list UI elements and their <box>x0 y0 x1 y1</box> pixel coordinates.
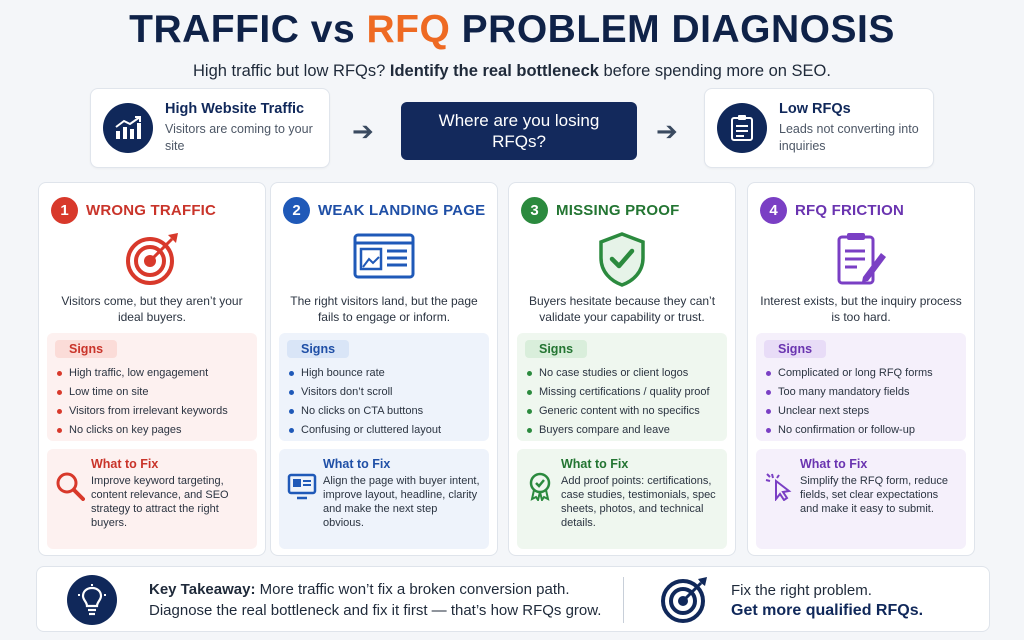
high-traffic-box: High Website Traffic Visitors are coming… <box>90 88 330 168</box>
list-item: Unclear next steps <box>764 402 958 421</box>
card-title: WRONG TRAFFIC <box>86 202 217 219</box>
card-weak-landing-page: 2 WEAK LANDING PAGE The right visitors la… <box>270 182 498 556</box>
list-item: Visitors from irrelevant keywords <box>55 402 249 421</box>
list-item: Confusing or cluttered layout <box>287 421 481 440</box>
magnifier-icon <box>56 472 85 501</box>
card-title: RFQ FRICTION <box>795 202 905 219</box>
low-rfqs-box: Low RFQs Leads not converting into inqui… <box>704 88 934 168</box>
list-item: Too many mandatory fields <box>764 383 958 402</box>
shield-check-icon <box>509 231 735 287</box>
divider <box>623 577 624 623</box>
card-number: 1 <box>51 197 78 224</box>
signs-label: Signs <box>55 340 118 358</box>
subtitle-bold: Identify the real bottleneck <box>389 62 599 80</box>
low-rfqs-title: Low RFQs <box>779 101 851 117</box>
card-missing-proof: 3 MISSING PROOF Buyers hesitate because t… <box>508 182 736 556</box>
card-description: Buyers hesitate because they can’t valid… <box>528 294 716 324</box>
signs-label: Signs <box>764 340 827 358</box>
fix-text: Align the page with buyer intent, improv… <box>323 475 480 529</box>
fix-text: Simplify the RFQ form, reduce fields, se… <box>800 475 948 515</box>
card-rfq-friction: 4 RFQ FRICTION Interest exists, but the i… <box>747 182 975 556</box>
card-title: MISSING PROOF <box>556 202 680 219</box>
fix-box: What to Fix Simplify the RFQ form, reduc… <box>756 449 966 549</box>
signs-label: Signs <box>525 340 588 358</box>
target-icon <box>39 231 265 287</box>
fix-title: What to Fix <box>91 457 159 471</box>
signs-box: Signs High traffic, low engagement Low t… <box>47 333 257 441</box>
title-part-2: PROBLEM DIAGNOSIS <box>450 8 895 51</box>
page-title: TRAFFIC vs RFQ PROBLEM DIAGNOSIS <box>0 8 1024 52</box>
list-item: Visitors don’t scroll <box>287 383 481 402</box>
list-item: High bounce rate <box>287 364 481 383</box>
fix-box: What to Fix Align the page with buyer in… <box>279 449 489 549</box>
cursor-click-icon <box>765 473 792 501</box>
form-edit-icon <box>748 231 974 287</box>
arrow-right-icon: ➔ <box>656 116 678 146</box>
fix-title: What to Fix <box>800 457 868 471</box>
card-number: 2 <box>283 197 310 224</box>
card-number: 4 <box>760 197 787 224</box>
clipboard-icon <box>717 103 767 153</box>
list-item: No clicks on CTA buttons <box>287 402 481 421</box>
list-item: Missing certifications / quality proof <box>525 383 719 402</box>
low-rfqs-text: Leads not converting into inquiries <box>779 122 919 153</box>
fix-text: Add proof points: certifications, case s… <box>561 475 716 529</box>
list-item: Generic content with no specifics <box>525 402 719 421</box>
card-number: 3 <box>521 197 548 224</box>
title-part-1: TRAFFIC vs <box>129 8 367 51</box>
list-item: No case studies or client logos <box>525 364 719 383</box>
signs-box: Signs Complicated or long RFQ forms Too … <box>756 333 966 441</box>
card-description: Visitors come, but they aren’t your idea… <box>61 294 243 324</box>
signs-label: Signs <box>287 340 350 358</box>
fix-title: What to Fix <box>561 457 629 471</box>
takeaway-label: Key Takeaway: <box>149 581 256 598</box>
card-title: WEAK LANDING PAGE <box>318 202 486 219</box>
title-highlight: RFQ <box>366 8 451 51</box>
card-description: Interest exists, but the inquiry process… <box>760 294 962 324</box>
monitor-icon <box>287 473 317 500</box>
fix-box: What to Fix Improve keyword targeting, c… <box>47 449 257 549</box>
card-description: The right visitors land, but the page fa… <box>290 294 478 324</box>
high-traffic-title: High Website Traffic <box>165 101 305 117</box>
list-item: No clicks on key pages <box>55 421 249 440</box>
card-wrong-traffic: 1 WRONG TRAFFIC Visitors come, but they a… <box>38 182 266 556</box>
list-item: Complicated or long RFQ forms <box>764 364 958 383</box>
fix-right-problem: Fix the right problem. Get more qualifie… <box>731 581 923 621</box>
list-item: No confirmation or follow-up <box>764 421 958 440</box>
chart-growth-icon <box>103 103 153 153</box>
page-subtitle: High traffic but low RFQs? Identify the … <box>0 62 1024 81</box>
takeaway-line-1: More traffic won’t fix a broken conversi… <box>255 581 570 598</box>
high-traffic-text: Visitors are coming to your site <box>165 122 313 153</box>
fix-title: What to Fix <box>323 457 391 471</box>
subtitle-pre: High traffic but low RFQs? <box>193 62 390 80</box>
fix-box: What to Fix Add proof points: certificat… <box>517 449 727 549</box>
fix-right-line-2: Get more qualified RFQs. <box>731 602 924 619</box>
takeaway-line-2: Diagnose the real bottleneck and fix it … <box>149 602 602 619</box>
takeaway-text: Key Takeaway: More traffic won’t fix a b… <box>149 579 601 621</box>
arrow-right-icon: ➔ <box>352 116 374 146</box>
center-question: Where are you losing RFQs? <box>401 102 637 160</box>
subtitle-post: before spending more on SEO. <box>598 62 831 80</box>
signs-box: Signs No case studies or client logos Mi… <box>517 333 727 441</box>
target-icon <box>661 577 707 623</box>
signs-box: Signs High bounce rate Visitors don’t sc… <box>279 333 489 441</box>
list-item: Buyers compare and leave <box>525 421 719 440</box>
list-item: High traffic, low engagement <box>55 364 249 383</box>
list-item: Low time on site <box>55 383 249 402</box>
webpage-icon <box>271 231 497 287</box>
key-takeaway-footer: Key Takeaway: More traffic won’t fix a b… <box>36 566 990 632</box>
lightbulb-icon <box>67 575 117 625</box>
fix-text: Improve keyword targeting, content relev… <box>91 475 229 529</box>
award-icon <box>529 472 551 501</box>
fix-right-line-1: Fix the right problem. <box>731 582 872 599</box>
